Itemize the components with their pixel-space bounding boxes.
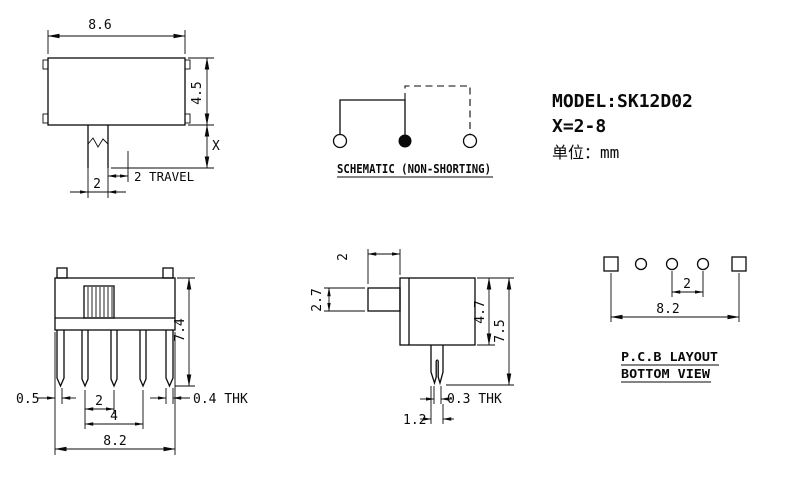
front-view-pin-1 [81,330,89,388]
pcb-hole-2 [665,257,679,271]
dim-side-knob-label: 2.7 [310,288,325,311]
front-view-pin-3 [139,330,147,388]
model-number: MODEL:SK12D02 [552,91,693,112]
front-view-pin-2 [110,330,118,388]
dim-front-offset: 0.5 [16,332,76,455]
dim-travel: 2 TRAVEL [107,151,194,184]
schematic-label: SCHEMATIC (NON-SHORTING) [337,162,491,176]
dim-side-peg-width: 1.2 [403,386,454,428]
dim-side-total-height: 7.5 [446,277,514,386]
schematic-terminal-left [332,133,348,149]
top-view-tab-br [184,113,191,124]
dim-front-offset-label: 0.5 [16,392,39,407]
schematic-view: SCHEMATIC (NON-SHORTING) [332,85,493,178]
dim-side-body-height: 4.7 [473,277,514,346]
dim-front-span: 4 [84,390,144,429]
top-view-tab-tr [184,59,191,70]
dim-front-thickness: 0.4 THK [150,388,248,407]
front-view-leg-right [165,330,174,388]
top-view-body [47,57,186,126]
dim-front-span-label: 4 [110,409,118,424]
dim-lever-height-label: X [212,139,220,154]
dim-front-height-label: 7.4 [173,318,188,342]
bottom-view-label: BOTTOM VIEW [621,367,711,381]
dim-pcb-width: 8.2 [610,273,740,322]
pcb-hole-1 [634,257,648,271]
pcb-hole-3 [696,257,710,271]
side-view-snap-peg [430,345,444,386]
dim-top-height-label: 4.5 [190,81,205,104]
dim-top-height: 4.5 [188,57,214,126]
dim-lever-height: X [111,124,220,169]
dim-side-total-height-label: 7.5 [493,319,508,342]
dim-front-thickness-label: 0.4 THK [193,392,248,407]
top-view-tab-bl [42,113,49,124]
top-view: 8.6 4.5 X 2 TRAVEL 2 [42,18,220,198]
side-view-body [399,277,476,346]
break-symbol [87,137,109,148]
pcb-layout-view: 2 8.2 P.C.B LAYOUT BOTTOM VIEW [603,256,747,383]
dim-front-width: 8.2 [54,332,176,455]
dim-top-width: 8.6 [47,18,186,54]
dim-front-width-label: 8.2 [103,434,126,449]
front-view-knob [83,285,115,319]
dim-lever-width: 2 [70,168,126,198]
dim-pcb-pitch: 2 [671,271,704,297]
x-range: X=2-8 [552,116,606,137]
dim-side-knob: 2.7 [310,287,365,312]
dim-pcb-pitch-label: 2 [683,277,691,292]
pcb-slot-left [603,256,619,272]
dim-front-height: 7.4 [173,277,195,387]
schematic-terminal-common [398,134,412,148]
schematic-dashed-link [404,85,471,135]
side-view: 2 2.7 4.7 7.5 0.3 THK [310,249,514,428]
top-view-tab-tl [42,59,49,70]
dim-lever-width-label: 2 [93,177,101,192]
dim-side-travel-label: 2 [336,253,351,261]
front-view-tab-right [162,267,174,279]
dim-side-peg-width-label: 1.2 [403,413,426,428]
dim-top-width-label: 8.6 [88,18,111,33]
side-view-knob [367,287,401,312]
schematic-terminal-right [462,133,478,149]
front-view-body [54,277,176,331]
dim-front-pitch-label: 2 [95,394,103,409]
title-block: MODEL:SK12D02 X=2-8 单位：mm [552,91,693,162]
dim-travel-label: 2 TRAVEL [134,169,194,184]
unit-label: 单位：mm [552,143,619,162]
dim-side-peg-thickness-label: 0.3 THK [447,392,502,407]
dim-side-travel: 2 [336,249,401,284]
top-view-lever [87,125,109,168]
schematic-solid-link [339,99,406,135]
front-view-tab-left [56,267,68,279]
front-view-leg-left [56,330,65,388]
pcb-slot-right [731,256,747,272]
pcb-layout-label: P.C.B LAYOUT [621,350,718,364]
dim-pcb-width-label: 8.2 [656,302,679,317]
dim-side-body-height-label: 4.7 [473,300,488,323]
front-view: 7.4 0.5 0.4 THK 2 4 [16,267,248,455]
dim-side-peg-thickness: 0.3 THK [420,386,502,407]
